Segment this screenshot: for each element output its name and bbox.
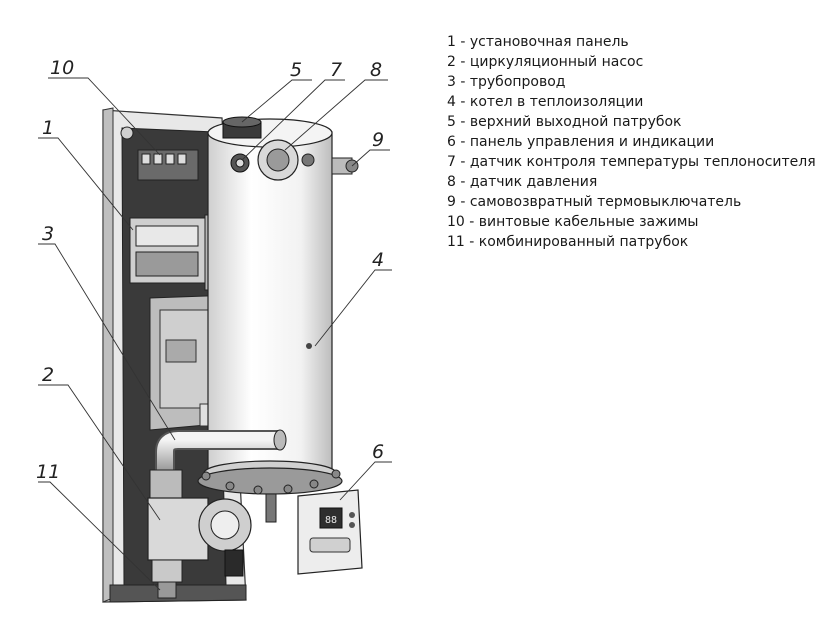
callout-9: 9 — [372, 129, 384, 151]
legend-item: 9 - самовозвратный термовыключатель — [447, 194, 742, 210]
callout-4: 4 — [372, 249, 384, 271]
leader-lines — [38, 77, 392, 591]
legend-item: 8 - датчик давления — [447, 174, 598, 190]
parts-legend: 1 - установочная панель 2 - циркуляционн… — [447, 32, 816, 252]
callout-8: 8 — [370, 59, 382, 81]
callout-5: 5 — [290, 59, 302, 81]
pressure-sensor — [257, 139, 315, 181]
callout-11: 11 — [36, 461, 60, 483]
circulation-pump — [147, 469, 252, 577]
control-panel: 88 — [297, 489, 363, 575]
legend-item: 4 - котел в теплоизоляции — [447, 94, 644, 110]
legend-item: 2 - циркуляционный насос — [447, 54, 644, 70]
legend-item: 1 - установочная панель — [447, 34, 629, 50]
legend-item: 10 - винтовые кабельные зажимы — [447, 214, 699, 230]
callout-numbers: 10 1 3 2 11 5 7 8 9 4 6 — [36, 57, 384, 483]
thermal-cutout — [331, 157, 359, 175]
callout-2: 2 — [42, 364, 54, 386]
callout-1: 1 — [42, 117, 54, 139]
callout-10: 10 — [50, 57, 74, 79]
callout-3: 3 — [42, 223, 54, 245]
legend-item: 11 - комбинированный патрубок — [447, 234, 689, 250]
legend-item: 3 - трубопровод — [447, 74, 566, 90]
flange-bolts — [201, 469, 341, 523]
temperature-sensor — [230, 153, 250, 173]
callout-6: 6 — [372, 441, 384, 463]
legend-item: 7 - датчик контроля температуры теплонос… — [447, 154, 816, 170]
top-outlet — [222, 116, 262, 139]
callout-7: 7 — [330, 59, 342, 81]
combined-fitting — [151, 559, 183, 599]
display-readout: 88 — [325, 515, 337, 526]
legend-item: 6 - панель управления и индикации — [447, 134, 715, 150]
legend-item: 5 - верхний выходной патрубок — [447, 114, 682, 130]
pipework — [155, 429, 287, 470]
cable-terminals — [120, 126, 199, 181]
